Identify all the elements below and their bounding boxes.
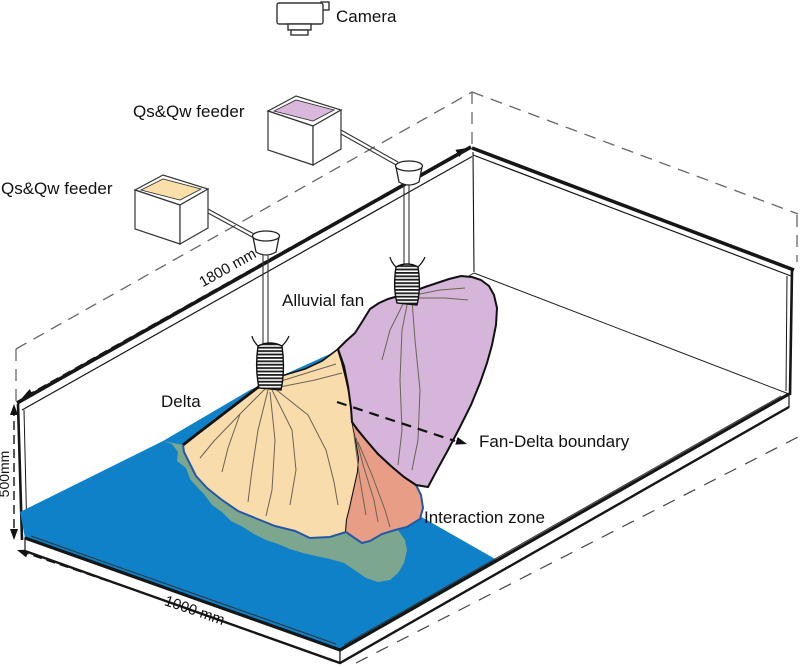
coil-pipe-delta [251, 335, 290, 391]
upper-feeder-label: Qs&Qw feeder [133, 102, 245, 121]
fan-delta-boundary-marker [336, 400, 467, 445]
lower-feeder-label: Qs&Qw feeder [1, 179, 113, 198]
subaqueous-delta-front [163, 441, 407, 582]
feed-tube-upper [340, 129, 399, 167]
fan-delta-boundary-label: Fan-Delta boundary [479, 432, 630, 451]
camera-body [276, 2, 324, 25]
arrowhead [10, 529, 18, 540]
coil-pipe-fan [389, 256, 426, 306]
camera-lens [287, 23, 312, 31]
arrowhead [10, 404, 18, 415]
delta-channels [199, 363, 343, 517]
delta-left-edge [182, 380, 266, 447]
camera-icon [276, 1, 330, 36]
front-rim-inner-line-left [30, 535, 337, 645]
tank-front-rim [24, 392, 790, 665]
feed-tube-lower [207, 208, 255, 239]
interaction-channels [353, 434, 391, 528]
alluvial-fan-channels [381, 287, 469, 471]
enclosure-dashed-outline [15, 91, 799, 403]
drop-pipe-delta [262, 252, 269, 346]
delta-label: Delta [161, 392, 201, 411]
drop-pipe-fan [403, 184, 410, 268]
camera-label: Camera [336, 7, 397, 26]
funnel-fan [394, 160, 424, 186]
feeder-box-lower [133, 174, 210, 246]
feeder-box-upper [266, 95, 343, 167]
camera-lens-tip [290, 29, 309, 36]
alluvial-fan-label: Alluvial fan [282, 291, 364, 310]
dimension-500 [10, 404, 18, 540]
funnel-delta [251, 230, 281, 256]
interaction-zone-label: Interaction zone [424, 508, 545, 527]
tank-back-right-wall [471, 146, 795, 396]
arrowhead [455, 436, 467, 445]
delta-shoreline [182, 444, 347, 540]
interaction-shoreline [345, 484, 425, 545]
front-rim-inner-line-right [343, 395, 782, 646]
height-dimension-label: 500mm [0, 451, 12, 498]
alluvial-fan-region [336, 274, 499, 489]
